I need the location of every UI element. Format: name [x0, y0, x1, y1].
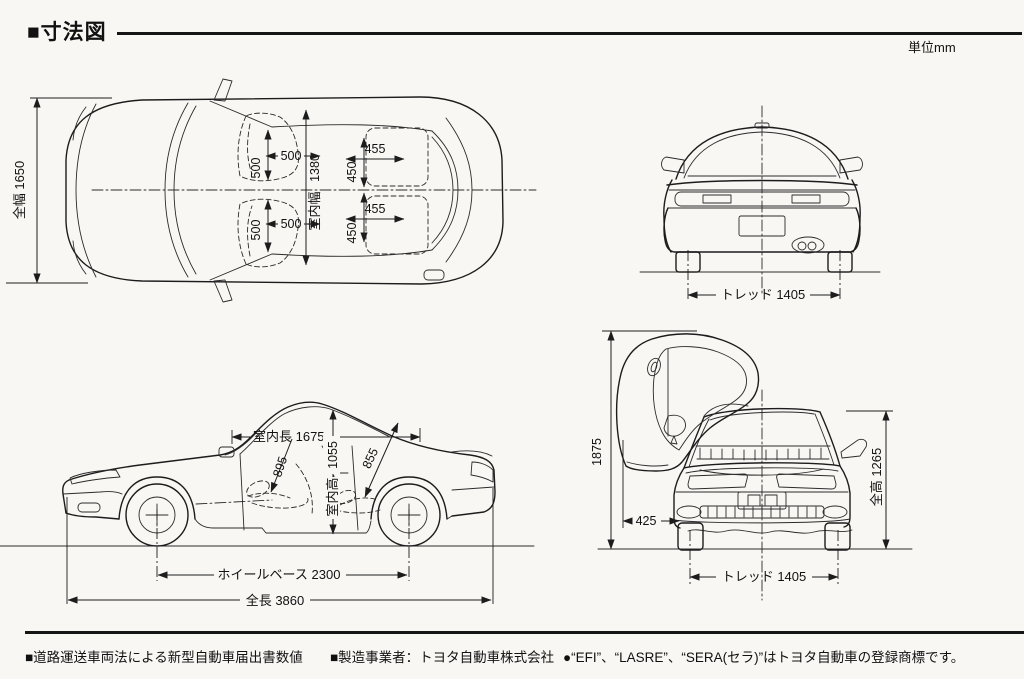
overall-height-label: 全高 1265	[869, 448, 884, 507]
spoiler-side	[451, 450, 493, 457]
dim-overall-height: 全高 1265	[846, 410, 893, 550]
interior-height-label: 室内高	[325, 477, 340, 516]
front-seat-length-lower: 500	[249, 220, 263, 241]
dim-interior-height: 1055 室内高	[323, 409, 340, 535]
footer-note-regulation: ■道路運送車両法による新型自動車届出書数値	[25, 650, 303, 665]
door-mirror-side	[218, 446, 235, 458]
air-dam	[687, 529, 853, 534]
car-rear-outline	[663, 122, 861, 253]
headlamp-side	[69, 469, 121, 485]
interior-width-label: 室内幅	[307, 191, 322, 230]
hanging-mirror	[663, 414, 686, 437]
door-latch	[647, 357, 661, 377]
side-marker	[77, 502, 101, 513]
front-seat-width-lower: 500	[281, 217, 302, 231]
a-pillar-hinge	[703, 403, 749, 417]
front-view: 1875 425 全高 1265 トレッド 1405	[590, 330, 913, 601]
front-tread-label: トレッド 1405	[722, 569, 807, 584]
grille	[699, 505, 825, 519]
front-headroom-label: 895	[270, 455, 290, 479]
dim-rear-seat-length-lower: 450	[345, 192, 368, 244]
front-wheel-right	[824, 522, 851, 551]
dim-overall-width: 全幅 1650	[6, 97, 112, 284]
license-plate	[738, 215, 786, 237]
side-details	[62, 406, 495, 531]
overall-length-label: 全長 3860	[246, 593, 305, 608]
interior-width-value: 1380	[308, 154, 322, 182]
unit-note: 単位mm	[908, 40, 956, 55]
dim-interior-width: 1380 室内幅	[302, 109, 322, 266]
dim-door-open-height: 1875	[590, 330, 697, 550]
door-open-height-label: 1875	[590, 438, 604, 466]
rear-seat-length-upper: 450	[345, 162, 359, 183]
front-seat-length-upper: 500	[249, 158, 263, 179]
front-wheel-left	[677, 522, 704, 551]
cowl-ticks	[695, 445, 831, 476]
front-bumper	[673, 491, 853, 534]
front-seat-width-upper: 500	[281, 149, 302, 163]
dim-overall-length: 全長 3860	[66, 488, 494, 608]
footer-note-manufacturer: ■製造事業者：トヨタ自動車株式会社	[330, 650, 555, 665]
tail-lamps	[674, 191, 850, 207]
butterfly-door-open	[615, 333, 760, 472]
rear-view: トレッド 1405	[639, 105, 881, 302]
door-mirror-rear-right	[839, 156, 863, 174]
rear-tread-label: トレッド 1405	[721, 287, 806, 302]
dim-rear-tread: トレッド 1405	[687, 250, 841, 302]
tail-lamp-side	[470, 461, 494, 483]
dim-front-headroom: 895	[270, 438, 293, 493]
header-rule	[117, 32, 1022, 35]
interior-length-label: 室内長 1675	[253, 429, 325, 444]
rear-bumper	[663, 207, 861, 254]
exhaust-tips	[791, 236, 825, 254]
glass-canopy	[239, 406, 391, 455]
rear-seat-width-upper: 455	[365, 142, 386, 156]
door-rear-edge	[351, 445, 359, 531]
dim-rear-headroom: 855	[360, 422, 399, 498]
fog-lamp-right	[822, 505, 848, 519]
wheelbase-label: ホイールベース 2300	[218, 567, 341, 582]
fuel-lid	[423, 269, 445, 281]
car-front-outline	[673, 407, 851, 529]
dim-front-tread: トレッド 1405	[689, 530, 839, 585]
door-mirror-top-left	[213, 78, 233, 102]
rear-seat-length-lower: 450	[345, 223, 359, 244]
dim-front-seat-width-upper: 500	[265, 149, 321, 163]
dim-rear-seat-width-upper: 455	[345, 142, 405, 163]
door-mirror-top-right	[213, 279, 233, 303]
top-view: 全幅 1650 1380 室内幅 500 500 500	[6, 78, 537, 303]
interior-height-value: 1055	[326, 441, 340, 469]
dim-door-open-width: 425	[622, 440, 680, 528]
overall-width-label: 全幅 1650	[12, 161, 27, 220]
car-plan-outline	[65, 96, 504, 285]
door-front-edge	[239, 453, 245, 531]
front-seats-plan	[237, 112, 299, 268]
side-view: 室内長 1675 895 1055 室内高 855	[0, 401, 535, 608]
fog-lamp-left	[676, 505, 702, 519]
windshield-side	[224, 431, 258, 456]
dim-front-seat-length-upper: 500	[249, 129, 272, 181]
rear-seat-width-lower: 455	[365, 202, 386, 216]
dim-front-seat-length-lower: 500	[249, 199, 272, 253]
footer-rule	[25, 631, 1024, 634]
page-title: ■寸法図	[27, 21, 107, 44]
footer-note-trademark: ●“EFI”、“LASRE”、“SERA(セラ)”はトヨタ自動車の登録商標です。	[563, 650, 965, 665]
door-mirror-rear-left	[661, 156, 685, 174]
car-side-outline	[62, 401, 496, 534]
door-open-width-label: 425	[636, 514, 657, 528]
dim-rear-seat-length-upper: 450	[345, 137, 368, 188]
door-mirror-front-right	[840, 438, 867, 459]
dim-rear-seat-width-lower: 455	[345, 202, 405, 223]
dim-wheelbase: ホイールベース 2300	[156, 509, 410, 582]
headlamps-front	[687, 473, 837, 490]
